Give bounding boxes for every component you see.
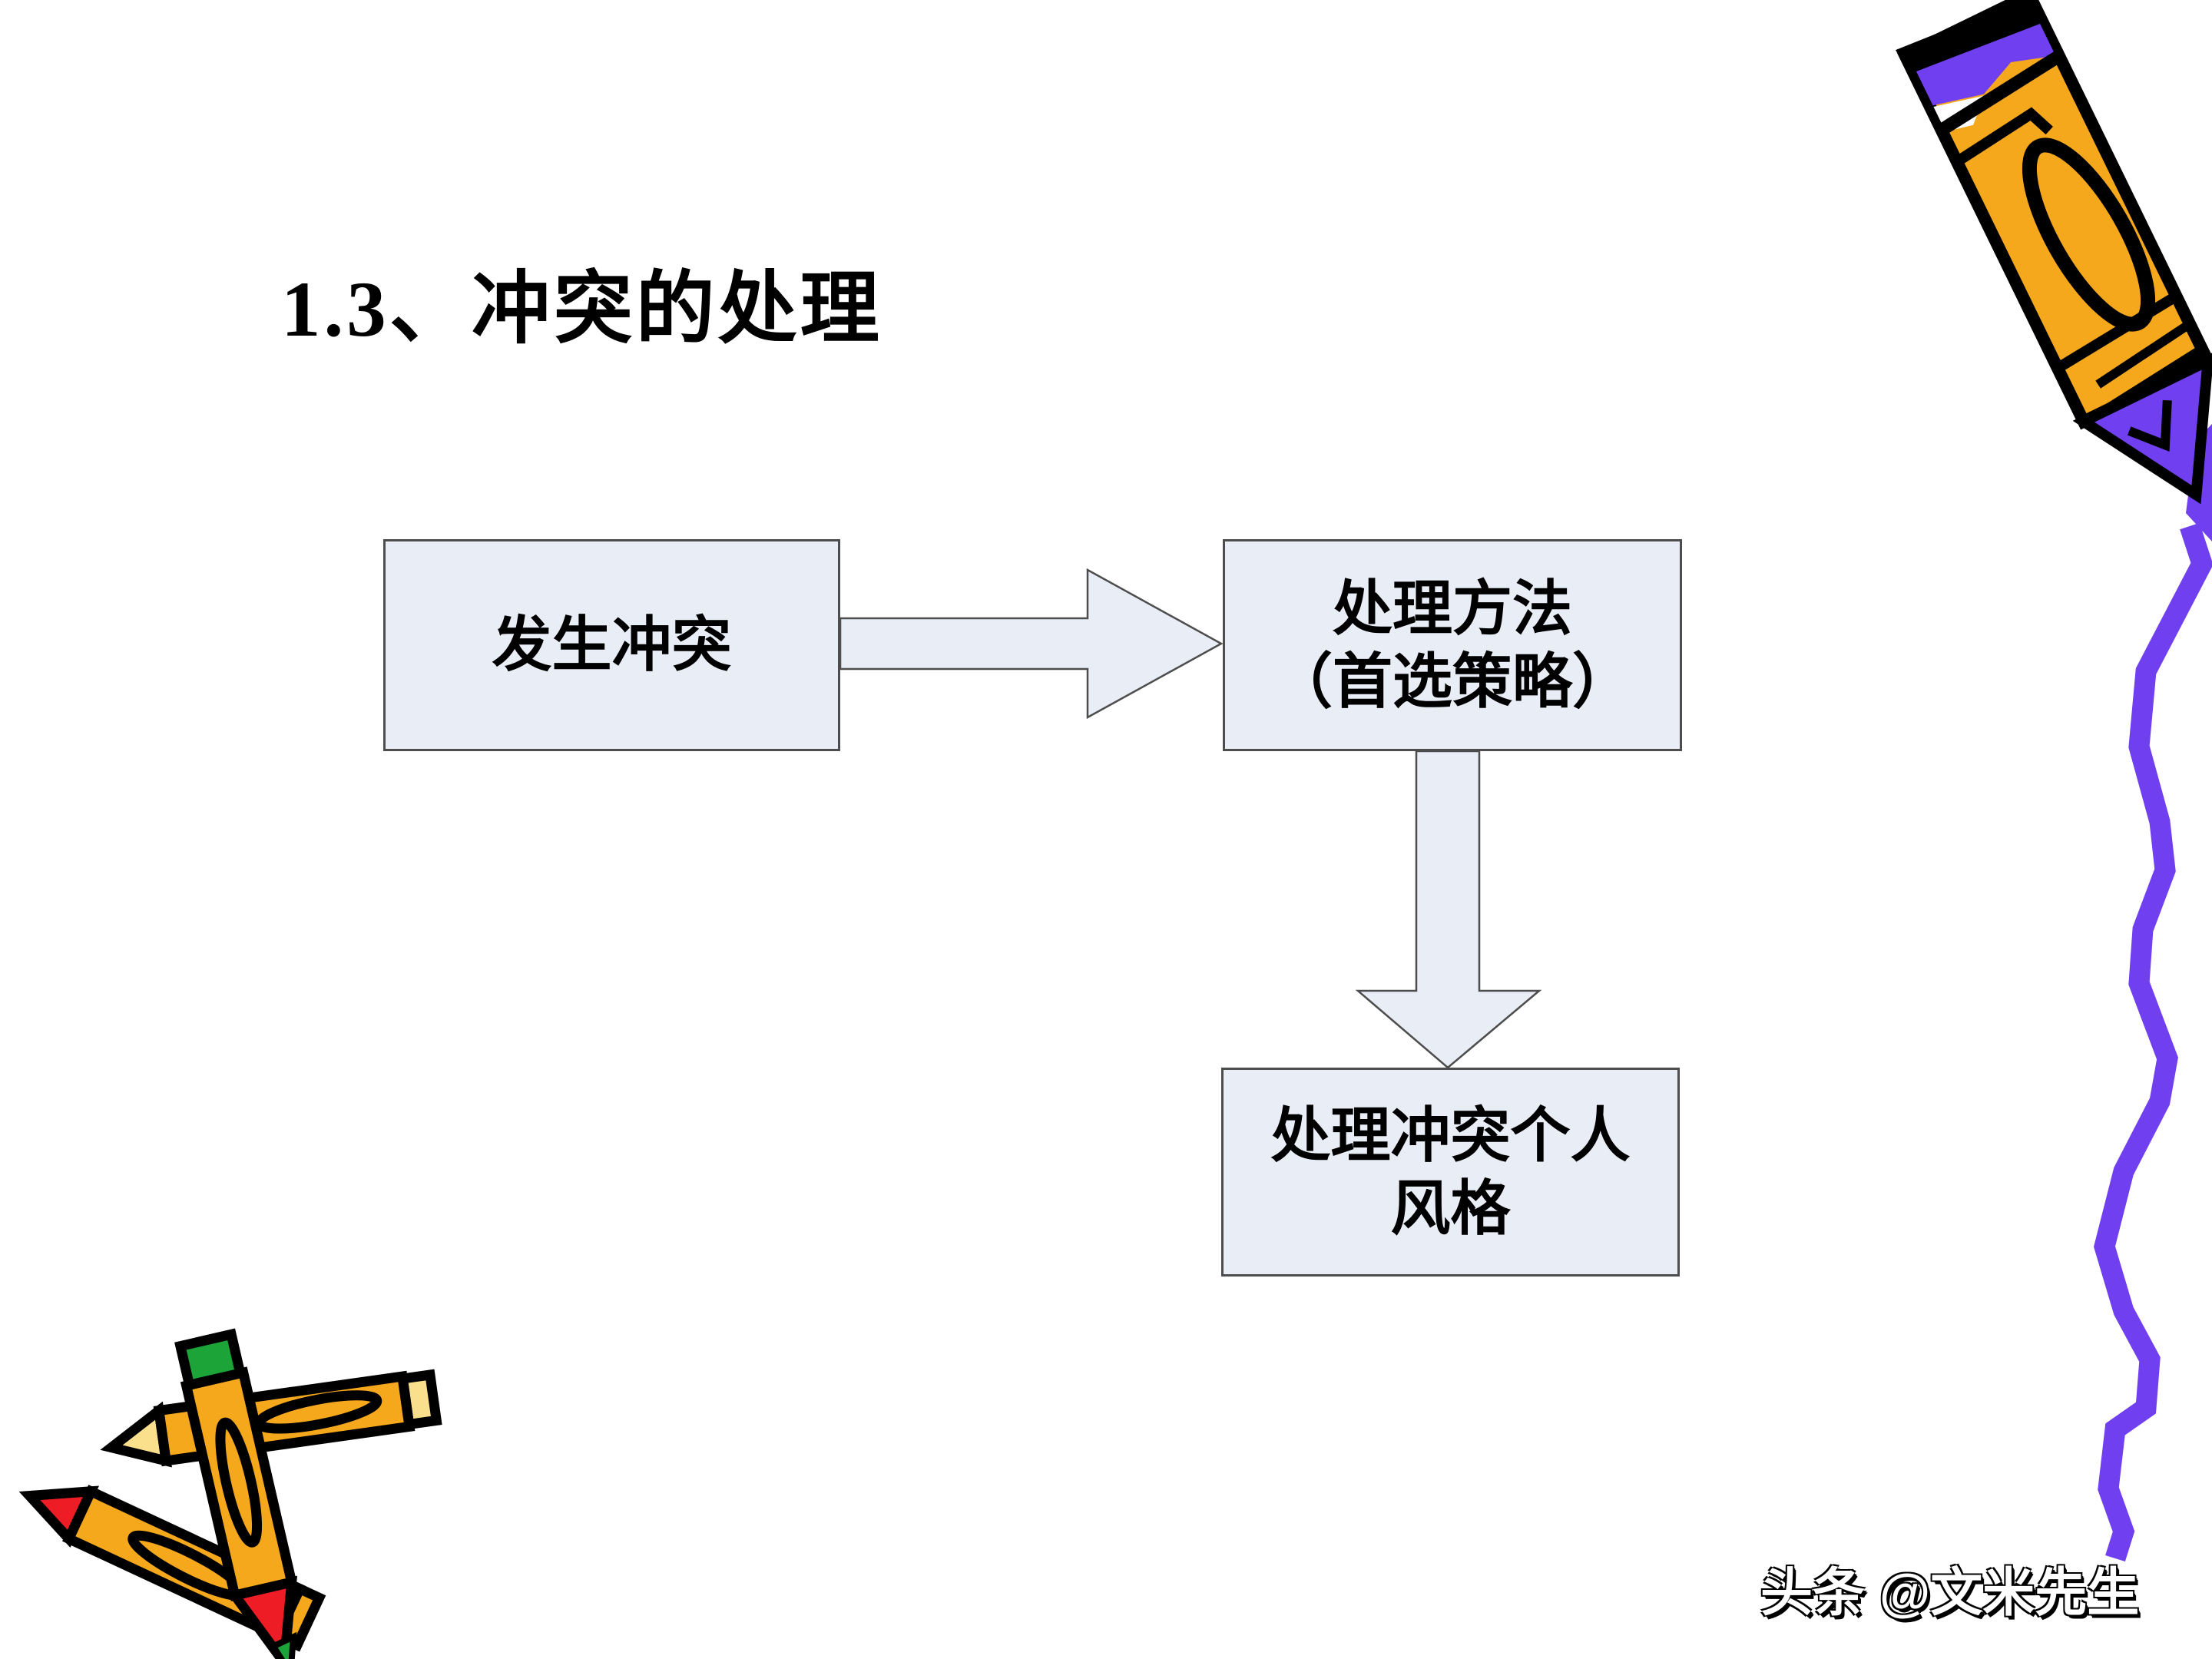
flow-box-label-line1: 处理冲突个人 — [1270, 1101, 1631, 1169]
watermark: 头条 @文米先生 — [1760, 1564, 2140, 1622]
flow-box-personal-style: 处理冲突个人 风格 — [1221, 1068, 1680, 1277]
crayon-green-cap — [174, 1328, 298, 1659]
pencil-clipart-icon — [1896, 0, 2212, 541]
flow-box-conflict-occurs: 发生冲突 — [383, 539, 840, 751]
flow-box-label-line2: 风格 — [1390, 1175, 1511, 1242]
slide-title: 1.3、冲突的处理 — [281, 266, 882, 353]
flow-arrow-right-icon — [839, 568, 1224, 720]
purple-squiggle-icon — [2093, 522, 2212, 1562]
flow-box-label: 发生冲突 — [492, 611, 732, 679]
flow-box-label-line2: （首选策略） — [1272, 648, 1632, 715]
crayons-clipart-icon — [18, 1328, 442, 1659]
crayon-horizontal — [100, 1369, 442, 1468]
flow-box-handling-method: 处理方法 （首选策略） — [1223, 539, 1682, 751]
flow-box-label-line1: 处理方法 — [1332, 575, 1572, 642]
flow-arrow-down-icon — [1355, 750, 1542, 1069]
